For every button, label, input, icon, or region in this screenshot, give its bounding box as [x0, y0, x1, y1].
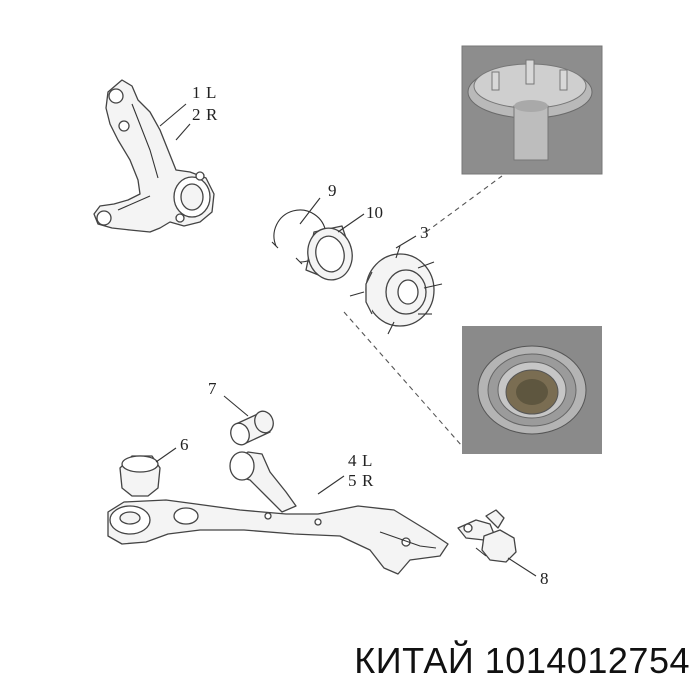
ball-joint [457, 509, 517, 563]
callout-1: 1 L [192, 83, 216, 102]
callout-7: 7 [208, 379, 217, 398]
callout-5-number: 5 [348, 471, 357, 490]
callout-4-side: L [362, 451, 372, 470]
callout-4: 4 L [348, 451, 372, 470]
callout-6: 6 [180, 435, 189, 454]
hub-photo [461, 45, 603, 175]
callout-2-number: 2 [192, 105, 201, 124]
lower-control-arm [107, 451, 449, 575]
callout-4-number: 4 [348, 451, 357, 470]
callout-5: 5 R [348, 471, 374, 490]
wheel-bearing [305, 225, 353, 281]
part-caption: КИТАЙ 1014012754 [354, 640, 690, 681]
rubber-mount [119, 455, 161, 497]
callout-3: 3 [420, 223, 429, 242]
callout-5-side: R [362, 471, 374, 490]
callout-1-number: 1 [192, 83, 201, 102]
bearing-photo [462, 326, 602, 454]
callout-2-side: R [206, 105, 218, 124]
callout-2: 2 R [192, 105, 218, 124]
wheel-hub [349, 245, 443, 335]
callout-8: 8 [540, 569, 549, 588]
callout-10: 10 [366, 203, 383, 222]
steering-knuckle [93, 79, 215, 233]
callout-9: 9 [328, 181, 337, 200]
callout-1-side: L [206, 83, 216, 102]
bushing [230, 410, 274, 446]
